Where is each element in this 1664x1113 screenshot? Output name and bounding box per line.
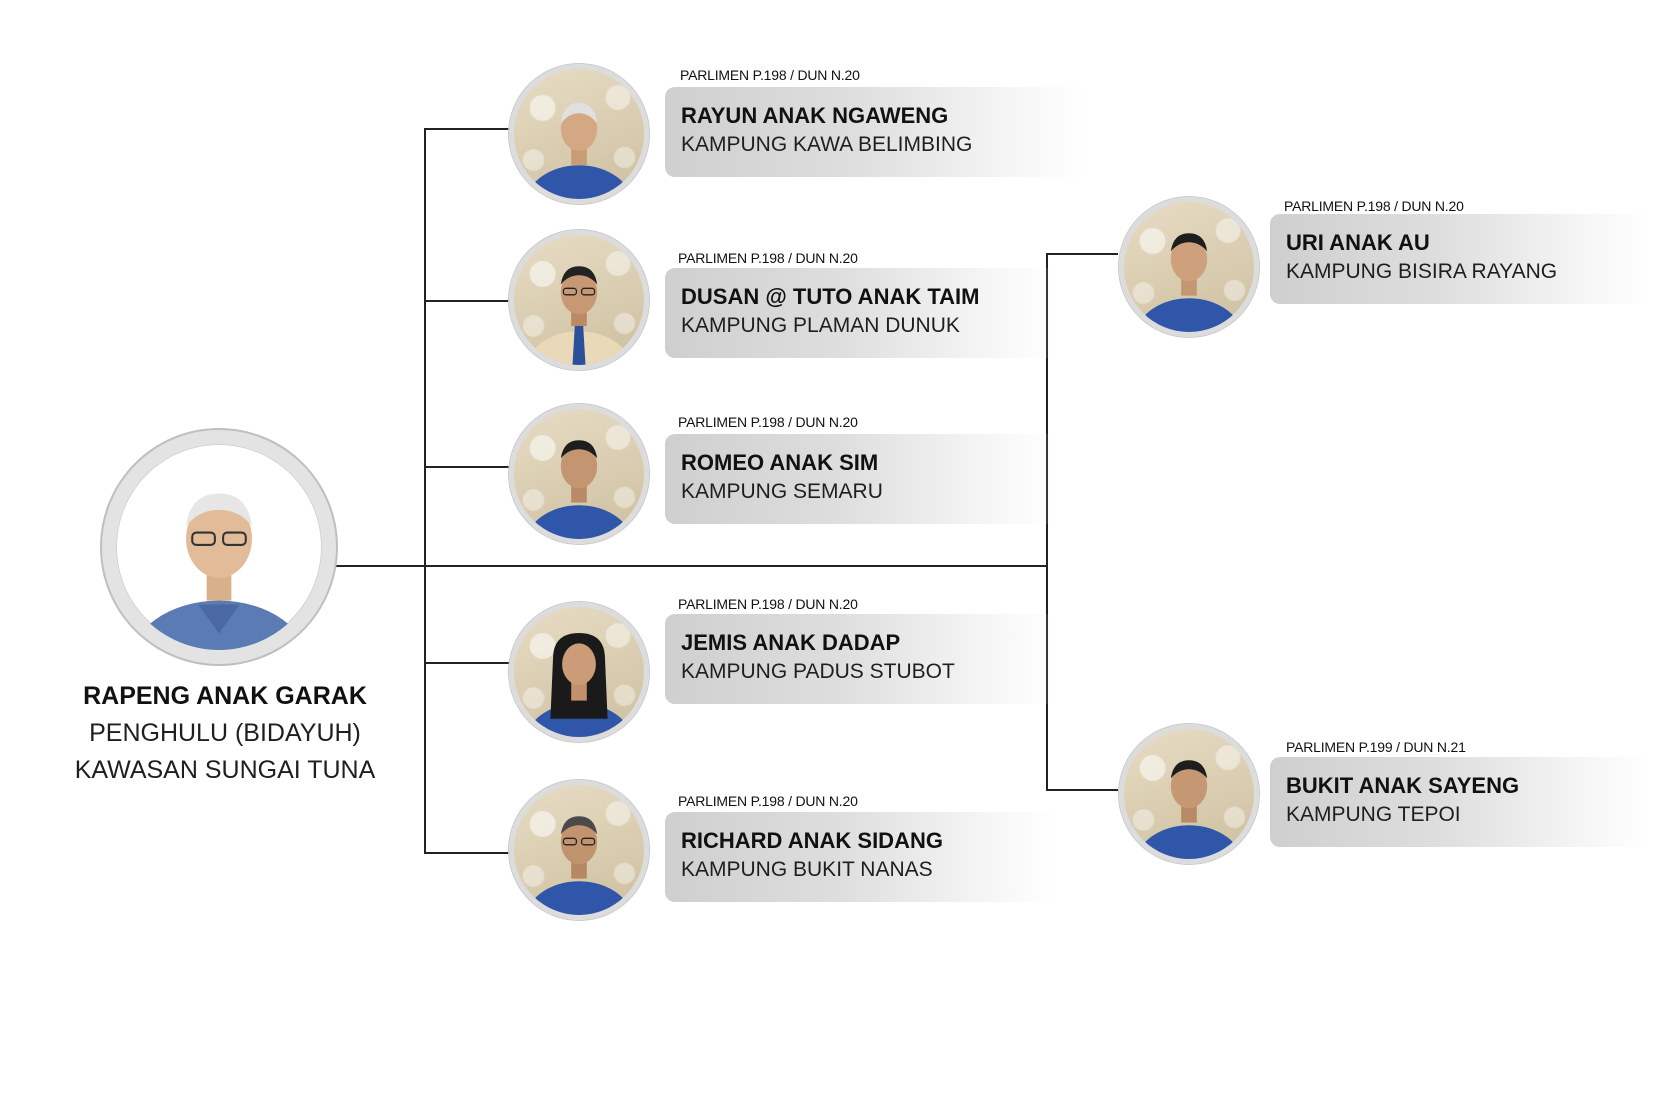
- member-parliament-4: PARLIMEN P.198 / DUN N.20: [678, 596, 858, 612]
- person-avatar-icon: [131, 493, 307, 650]
- connector-branch-6: [1046, 253, 1118, 255]
- member-portrait-3: [509, 404, 649, 544]
- member-parliament-6: PARLIMEN P.198 / DUN N.20: [1284, 198, 1464, 214]
- member-card-2: DUSAN @ TUTO ANAK TAIM KAMPUNG PLAMAN DU…: [665, 268, 1055, 358]
- person-avatar-icon: [525, 266, 633, 365]
- member-parliament-5: PARLIMEN P.198 / DUN N.20: [678, 793, 858, 809]
- member-card-3: ROMEO ANAK SIM KAMPUNG SEMARU: [665, 434, 1055, 524]
- member-parliament-2: PARLIMEN P.198 / DUN N.20: [678, 250, 858, 266]
- member-village-3: KAMPUNG SEMARU: [681, 480, 883, 503]
- member-portrait-2: [509, 230, 649, 370]
- member-name-6: URI ANAK AU: [1286, 230, 1430, 255]
- member-portrait-1: [509, 64, 649, 204]
- member-name-3: ROMEO ANAK SIM: [681, 450, 879, 475]
- chief-title: PENGHULU (BIDAYUH): [89, 719, 361, 747]
- connector-branch-1: [424, 128, 510, 130]
- chief-info: RAPENG ANAK GARAK PENGHULU (BIDAYUH) KAW…: [40, 682, 410, 785]
- person-avatar-icon: [1135, 760, 1243, 859]
- member-name-7: BUKIT ANAK SAYENG: [1286, 773, 1520, 798]
- member-card-1: RAYUN ANAK NGAWENG KAMPUNG KAWA BELIMBIN…: [665, 87, 1085, 177]
- chief-area: KAWASAN SUNGAI TUNA: [74, 756, 376, 784]
- person-avatar-icon: [525, 102, 633, 199]
- member-village-4: KAMPUNG PADUS STUBOT: [681, 660, 955, 683]
- member-village-1: KAMPUNG KAWA BELIMBING: [681, 133, 973, 156]
- connector-branch-7: [1046, 789, 1118, 791]
- person-avatar-icon: [525, 816, 633, 915]
- member-village-7: KAMPUNG TEPOI: [1286, 803, 1461, 826]
- person-avatar-icon: [1135, 233, 1243, 332]
- member-parliament-1: PARLIMEN P.198 / DUN N.20: [680, 67, 860, 83]
- connector-left-vertical: [424, 128, 426, 853]
- member-parliament-7: PARLIMEN P.199 / DUN N.21: [1286, 739, 1466, 755]
- member-card-7: BUKIT ANAK SAYENG KAMPUNG TEPOI: [1270, 757, 1650, 847]
- member-name-1: RAYUN ANAK NGAWENG: [681, 103, 949, 128]
- member-parliament-3: PARLIMEN P.198 / DUN N.20: [678, 414, 858, 430]
- connector-branch-3: [424, 466, 510, 468]
- member-village-6: KAMPUNG BISIRA RAYANG: [1286, 260, 1558, 283]
- member-village-5: KAMPUNG BUKIT NANAS: [681, 858, 933, 881]
- member-portrait-4: [509, 602, 649, 742]
- member-card-6: URI ANAK AU KAMPUNG BISIRA RAYANG: [1270, 214, 1650, 304]
- member-village-2: KAMPUNG PLAMAN DUNUK: [681, 314, 960, 337]
- person-avatar-icon: [525, 633, 633, 737]
- member-name-2: DUSAN @ TUTO ANAK TAIM: [681, 284, 980, 309]
- member-name-4: JEMIS ANAK DADAP: [681, 630, 901, 655]
- member-card-5: RICHARD ANAK SIDANG KAMPUNG BUKIT NANAS: [665, 812, 1055, 902]
- connector-branch-4: [424, 662, 510, 664]
- member-portrait-6: [1119, 197, 1259, 337]
- connector-branch-5: [424, 852, 510, 854]
- person-avatar-icon: [525, 440, 633, 539]
- member-card-4: JEMIS ANAK DADAP KAMPUNG PADUS STUBOT: [665, 614, 1055, 704]
- connector-chief-trunk: [334, 565, 1048, 567]
- member-portrait-7: [1119, 724, 1259, 864]
- chief-portrait: [102, 430, 336, 664]
- chief-name: RAPENG ANAK GARAK: [83, 682, 367, 710]
- member-name-5: RICHARD ANAK SIDANG: [681, 828, 943, 853]
- connector-branch-2: [424, 300, 510, 302]
- member-portrait-5: [509, 780, 649, 920]
